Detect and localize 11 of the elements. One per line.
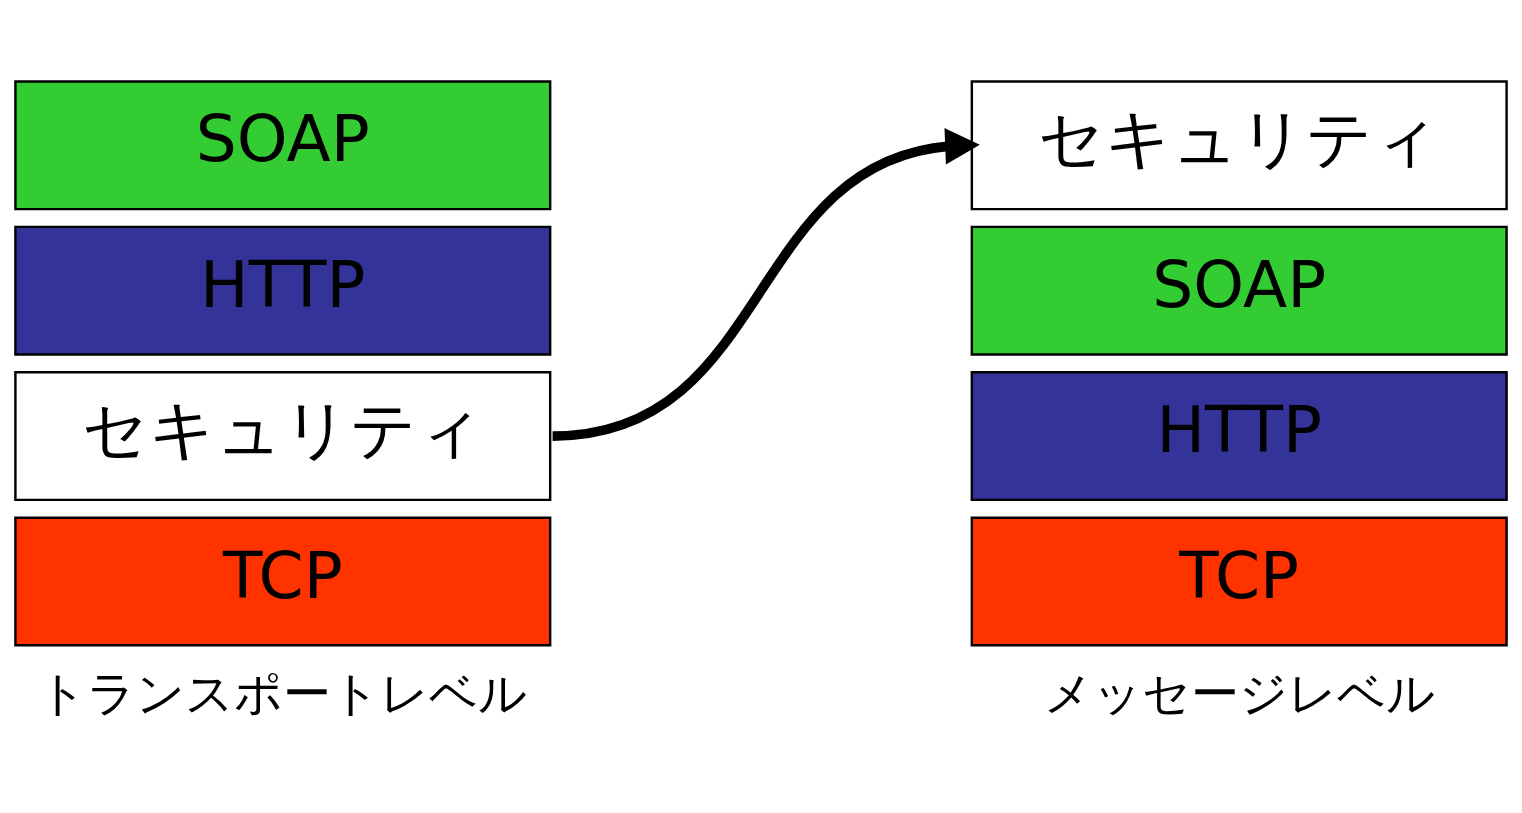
node-box: セキュリティ [970,79,1508,210]
node-box: TCP [970,515,1508,646]
node-box: HTTP [970,370,1508,501]
label: トランスポートレベル [38,664,528,721]
node-box: セキュリティ [14,370,552,501]
node-box: TCP [14,515,552,646]
node-box: HTTP [14,225,552,356]
node-box: SOAP [970,225,1508,356]
label: メッセージレベル [1043,664,1435,721]
node-box: SOAP [14,79,552,210]
arrow [552,127,980,441]
